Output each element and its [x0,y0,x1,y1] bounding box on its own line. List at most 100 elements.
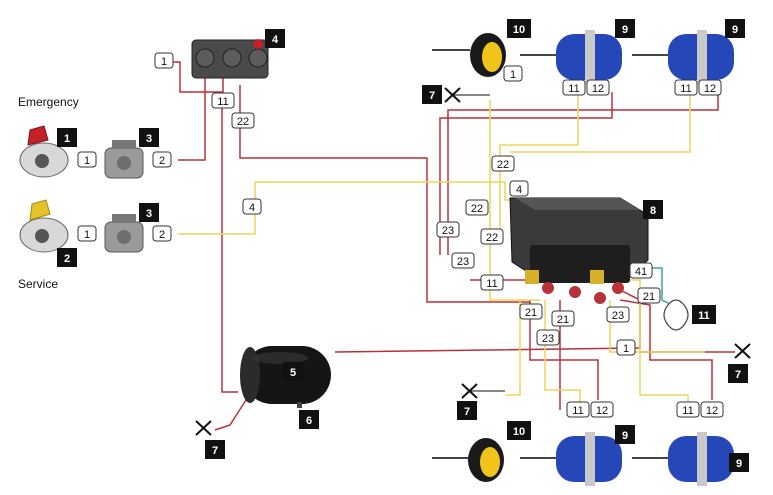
exhaust-x-icon [444,87,490,103]
port-label: 11 [676,401,700,418]
port-label: 11 [480,274,504,291]
port-label: 2 [152,225,172,242]
port-label: 22 [465,199,489,216]
relay-valve-emergency [104,140,144,179]
port-label: 12 [700,401,724,418]
callout-tag: 7 [205,440,225,459]
callout-tag: 9 [729,453,749,472]
svg-text:7: 7 [735,369,741,381]
port-label: 4 [509,180,529,197]
port-label: 1 [77,151,97,168]
callout-tag: 10 [507,19,531,38]
svg-text:7: 7 [212,445,218,457]
port-labels: 1 11 22 1 2 1 2 4 4 1 11 12 11 12 22 22 … [77,52,724,418]
relay-valve-service [104,214,144,253]
port-label: 11 [211,92,235,109]
callout-tag: 5 [283,362,303,381]
svg-text:1: 1 [84,155,90,167]
svg-text:12: 12 [596,405,608,417]
port-label: 4 [242,198,262,215]
callout-tag: 10 [507,421,531,440]
port-label: 2 [152,151,172,168]
port-label: 1 [154,52,174,69]
port-label: 12 [586,79,610,96]
svg-text:11: 11 [486,278,497,290]
red-pipe-valve4-to-tank [221,100,238,393]
svg-text:10: 10 [513,24,525,36]
svg-text:12: 12 [592,83,604,95]
callout-tag: 9 [615,425,635,444]
port-label: 12 [590,401,614,418]
yellow-pipe-top-2 [499,92,579,235]
pressure-sensor [663,299,689,331]
callout-tag: 3 [139,128,159,147]
svg-text:11: 11 [568,83,579,95]
svg-text:5: 5 [290,367,296,379]
svg-text:22: 22 [497,159,509,171]
yellow-pipe-top-1 [489,100,540,301]
svg-text:12: 12 [704,83,716,95]
port-label: 23 [436,221,460,238]
callout-tag: 6 [299,410,319,429]
svg-text:2: 2 [159,155,165,167]
svg-text:10: 10 [513,426,525,438]
port-label: 11 [562,79,586,96]
svg-text:11: 11 [698,310,710,322]
svg-text:23: 23 [457,256,469,268]
exhaust-x-icon [195,420,212,436]
brake-chamber-top-right [632,30,734,84]
svg-text:9: 9 [622,430,628,442]
port-label: 1 [616,339,636,356]
exhaust-x-icon [734,343,751,359]
svg-text:11: 11 [680,83,691,95]
yellow-pipe-bot-2 [630,279,689,405]
red-pipe-module-top-2 [439,92,613,255]
service-hand-valve [19,199,69,253]
port-label: 11 [674,79,698,96]
svg-text:23: 23 [542,333,554,345]
label-emergency: Emergency [18,95,79,109]
svg-text:9: 9 [622,24,628,36]
svg-text:22: 22 [471,203,483,215]
svg-text:3: 3 [146,133,152,145]
svg-text:2: 2 [64,253,70,265]
callout-tag: 3 [139,203,159,222]
ebs-modulator [509,197,649,304]
callout-tags: 1 2 3 3 4 5 6 7 7 7 7 8 9 9 9 9 10 10 11 [57,19,749,472]
red-pipe-valve4-port1 [172,61,224,93]
svg-text:21: 21 [643,291,655,303]
svg-text:1: 1 [161,56,167,68]
port-label: 23 [536,329,560,346]
svg-text:7: 7 [429,90,435,102]
callout-tag: 2 [57,248,77,267]
svg-text:7: 7 [464,406,470,418]
port-label: 1 [77,225,97,242]
port-label: 21 [551,310,575,327]
callout-tag: 11 [692,305,716,324]
brake-chamber-bottom-right [632,432,734,486]
port-label: 1 [503,65,523,82]
svg-text:4: 4 [516,184,522,196]
callout-tag: 1 [57,128,77,147]
port-label: 22 [231,112,255,129]
red-pipe-tank-exhaust [214,399,247,431]
svg-text:21: 21 [525,307,537,319]
emergency-hand-valve [19,125,69,178]
callout-tag: 7 [422,85,442,104]
foot-brake-valve [191,39,269,79]
svg-text:4: 4 [249,202,255,214]
svg-text:41: 41 [635,266,647,278]
label-service: Service [18,277,58,291]
callout-tag: 7 [728,364,748,383]
spring-chamber-bottom [432,438,504,482]
brake-chamber-top-left [520,30,622,84]
svg-text:11: 11 [682,405,693,417]
svg-text:22: 22 [237,116,249,128]
spring-chamber-top [432,33,506,77]
yellow-pipe-top-3 [510,92,691,153]
port-label: 23 [451,252,475,269]
air-tank [240,346,331,408]
svg-text:11: 11 [217,96,228,108]
svg-text:23: 23 [442,225,454,237]
